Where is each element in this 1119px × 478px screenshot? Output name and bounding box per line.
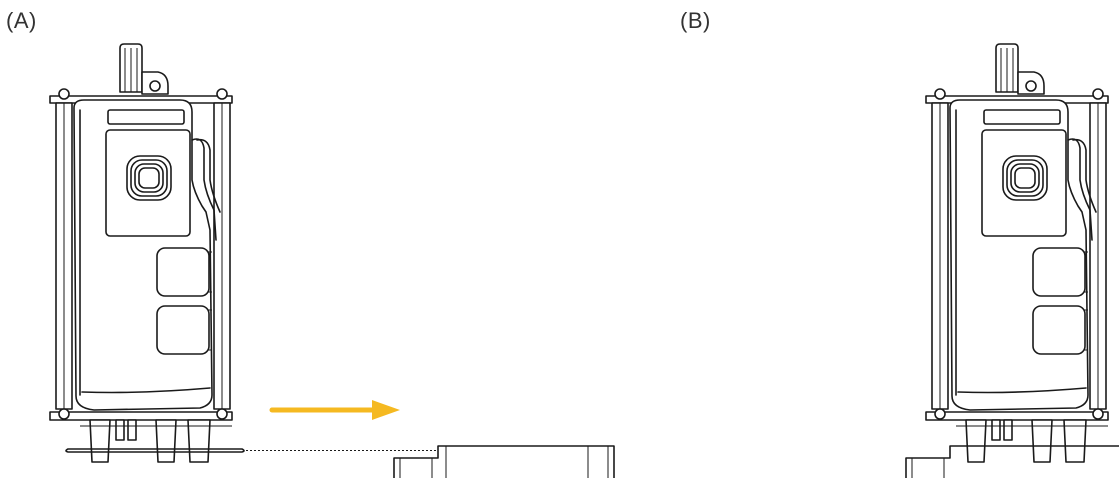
panel-b-device bbox=[905, 43, 1119, 478]
dock-b bbox=[905, 445, 1119, 478]
panel-b-label: (B) bbox=[680, 8, 711, 33]
panel-a-label: (A) bbox=[6, 8, 37, 33]
arrow-right-icon bbox=[269, 400, 400, 420]
panel-a-device bbox=[49, 43, 245, 463]
base-plate bbox=[65, 448, 245, 453]
